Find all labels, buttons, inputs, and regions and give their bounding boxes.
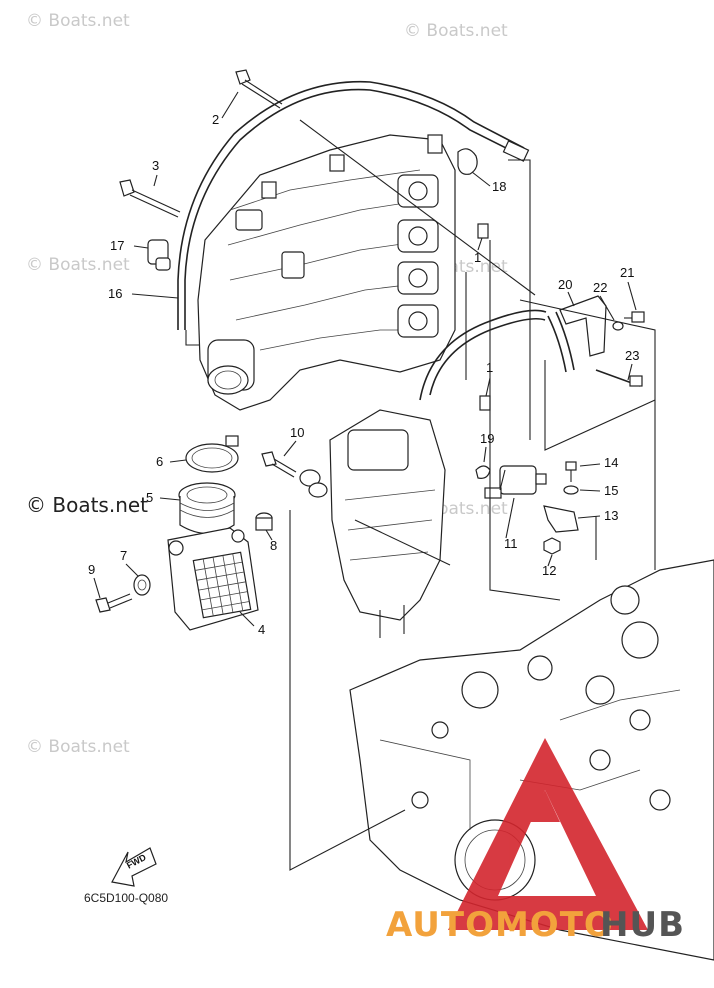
callout-5: 5 [146, 490, 153, 505]
nut-12 [543, 537, 561, 555]
callout-15: 15 [604, 483, 618, 498]
logo-triangle-icon [448, 738, 648, 930]
dowel-1 [477, 223, 491, 411]
washer-22 [612, 321, 624, 331]
brand-wordmark-part1: AUTOMOTO [386, 905, 614, 945]
grommet-7 [133, 574, 151, 596]
callout-22: 22 [593, 280, 607, 295]
hose-clamp-17 [147, 239, 171, 271]
watermark-main: © Boats.net [26, 493, 148, 517]
bolt-9 [95, 593, 133, 613]
reference-lines [185, 119, 656, 871]
callout-2: 2 [212, 112, 219, 127]
callout-3: 3 [152, 158, 159, 173]
tie-23 [595, 369, 643, 387]
bolt-14 [565, 461, 577, 482]
callout-18: 18 [492, 179, 506, 194]
watermark-bottom-left: © Boats.net [26, 737, 130, 757]
callout-6: 6 [156, 454, 163, 469]
callout-leaders [93, 91, 637, 627]
bracket-13 [543, 505, 579, 533]
collar-8 [255, 512, 273, 531]
joint-rubber-5 [178, 482, 236, 535]
watermark-top-center: © Boats.net [404, 21, 508, 41]
callout-19: 19 [480, 431, 494, 446]
callout-7: 7 [120, 548, 127, 563]
callout-9: 9 [88, 562, 95, 577]
silencer-grid [194, 553, 250, 617]
watermark-top-left: © Boats.net [26, 11, 130, 31]
intake-manifold [197, 134, 456, 411]
callout-21: 21 [620, 265, 634, 280]
hose-band-6 [185, 435, 239, 473]
bolt-10 [261, 451, 328, 498]
clip-19 [475, 465, 491, 479]
bolt-2 [235, 69, 283, 109]
automotohub-logo [448, 738, 648, 930]
callout-10: 10 [290, 425, 304, 440]
callout-17: 17 [110, 238, 124, 253]
bolt-3 [119, 179, 181, 218]
holder-20 [559, 295, 607, 357]
callout-11: 11 [504, 536, 518, 551]
vacuum-hose [177, 80, 530, 330]
callout-13: 13 [604, 508, 618, 523]
watermark-mid-left: © Boats.net [26, 255, 130, 275]
callouts: 1 1 2 3 4 5 6 7 8 9 10 11 12 13 14 15 16… [88, 112, 639, 637]
valve-11 [484, 465, 547, 499]
callout-14: 14 [604, 455, 618, 470]
brand-wordmark-part2: HUB [600, 905, 685, 945]
callout-12: 12 [542, 563, 556, 578]
silencer-4 [167, 527, 259, 631]
callout-20: 20 [558, 277, 572, 292]
bolt-21 [624, 311, 645, 323]
washer-15 [563, 485, 579, 495]
callout-23: 23 [625, 348, 639, 363]
callout-16: 16 [108, 286, 122, 301]
fwd-arrow-icon: FWD [111, 847, 157, 887]
diagram-code: 6C5D100-Q080 [84, 891, 168, 905]
callout-1-upper: 1 [474, 250, 481, 265]
vapor-separator [329, 409, 446, 638]
callout-8: 8 [270, 538, 277, 553]
hose-clamp-18 [457, 148, 478, 175]
callout-1-lower: 1 [486, 360, 493, 375]
callout-4: 4 [258, 622, 265, 637]
